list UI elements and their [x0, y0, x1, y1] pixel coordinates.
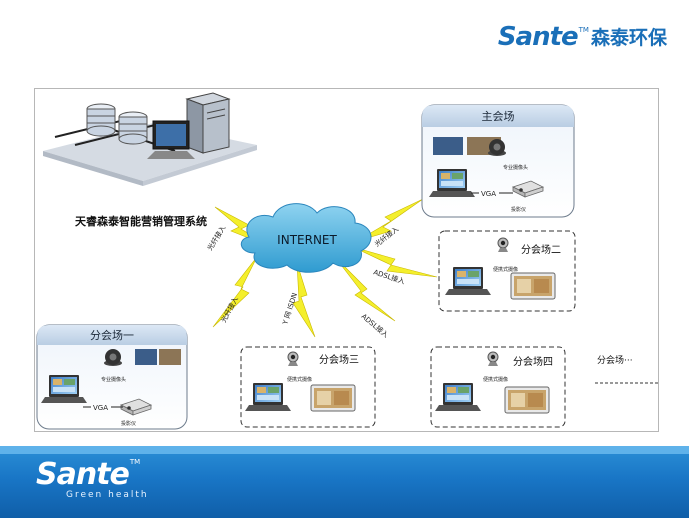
server-tower-icon: [185, 92, 231, 154]
tv-icon: [504, 386, 550, 414]
system-label: 天睿森泰智能营销管理系统: [75, 214, 207, 228]
link-bolt-branch1: [212, 256, 258, 328]
internet-cloud-icon: INTERNET: [240, 203, 372, 273]
screen-icon: [159, 349, 181, 365]
header-logo-tm: TM: [578, 26, 589, 34]
branch3-camera-label: 便携式摄像: [287, 376, 312, 383]
link-label-fiber-lower: 光纤接入: [219, 295, 240, 324]
venue-branch2-title: 分会场二: [521, 243, 561, 256]
webcam-icon: [487, 351, 499, 367]
footer-logo: SanteTM Green health: [36, 457, 149, 501]
screen-icon: [135, 349, 157, 365]
venue-main-title: 主会场: [482, 109, 515, 123]
venue-branch3-title: 分会场三: [319, 353, 359, 366]
branch1-vga-label: VGA: [93, 404, 108, 412]
footer-logo-tm: TM: [129, 458, 141, 466]
branch1-camera-label: 专业摄像头: [101, 376, 126, 383]
footer-logo-brand: Sante: [36, 457, 130, 492]
footer-tagline: Green health: [66, 490, 149, 500]
header-logo-brand: Sante: [497, 22, 579, 52]
link-bolt-branch4: [334, 256, 396, 322]
footer-bar: SanteTM Green health: [0, 446, 689, 518]
screen-icon: [433, 137, 463, 155]
venue-branch4-title: 分会场四: [513, 355, 553, 368]
main-projector-label: 投影仪: [511, 206, 526, 213]
main-vga-label: VGA: [481, 190, 496, 198]
webcam-icon: [287, 351, 299, 367]
link-bolt-branch2: [352, 246, 438, 278]
network-diagram: 天睿森泰智能营销管理系统 光纤接入 光纤接入 ADSL接入 光纤接入 Y 网 I…: [36, 92, 658, 430]
link-label-fiber-left: 光纤接入: [205, 224, 227, 253]
venue-main: 主会场 专业摄像头 VGA 投影仪: [421, 104, 575, 218]
server-cluster-illustration: [43, 92, 257, 186]
internet-cloud-label: INTERNET: [277, 233, 337, 247]
database-icon: [118, 111, 148, 145]
link-bolt-branch3: [292, 262, 316, 338]
link-label-wireless: Y 网 ISDN: [281, 292, 299, 327]
header-logo-cn: 森泰环保: [590, 27, 667, 49]
branch1-projector-label: 投影仪: [121, 420, 136, 427]
link-bolts: [212, 198, 438, 338]
main-camera-label: 专业摄像头: [503, 164, 528, 171]
webcam-icon: [497, 237, 509, 253]
tv-icon: [510, 272, 556, 300]
database-icon: [86, 103, 116, 137]
tv-icon: [310, 384, 356, 412]
venue-branch1: 分会场一 专业摄像头 VGA 投影仪: [36, 324, 188, 430]
branch2-camera-label: 便携式摄像: [493, 266, 518, 273]
venue-branch4: 分会场四 便携式摄像: [430, 346, 566, 428]
venue-more-label: 分会场···: [597, 354, 633, 366]
venue-branch3: 分会场三 便携式摄像: [240, 346, 376, 428]
branch4-camera-label: 便携式摄像: [483, 376, 508, 383]
footer-band: [0, 446, 689, 454]
venue-branch2: 分会场二 便携式摄像: [438, 230, 576, 312]
diagram-frame: 天睿森泰智能营销管理系统 光纤接入 光纤接入 ADSL接入 光纤接入 Y 网 I…: [34, 88, 659, 432]
venue-branch1-title: 分会场一: [90, 328, 134, 342]
link-label-fiber-right: 光纤接入: [373, 224, 401, 248]
monitor-icon: [147, 120, 195, 159]
link-label-adsl-lower: ADSL接入: [360, 312, 391, 340]
